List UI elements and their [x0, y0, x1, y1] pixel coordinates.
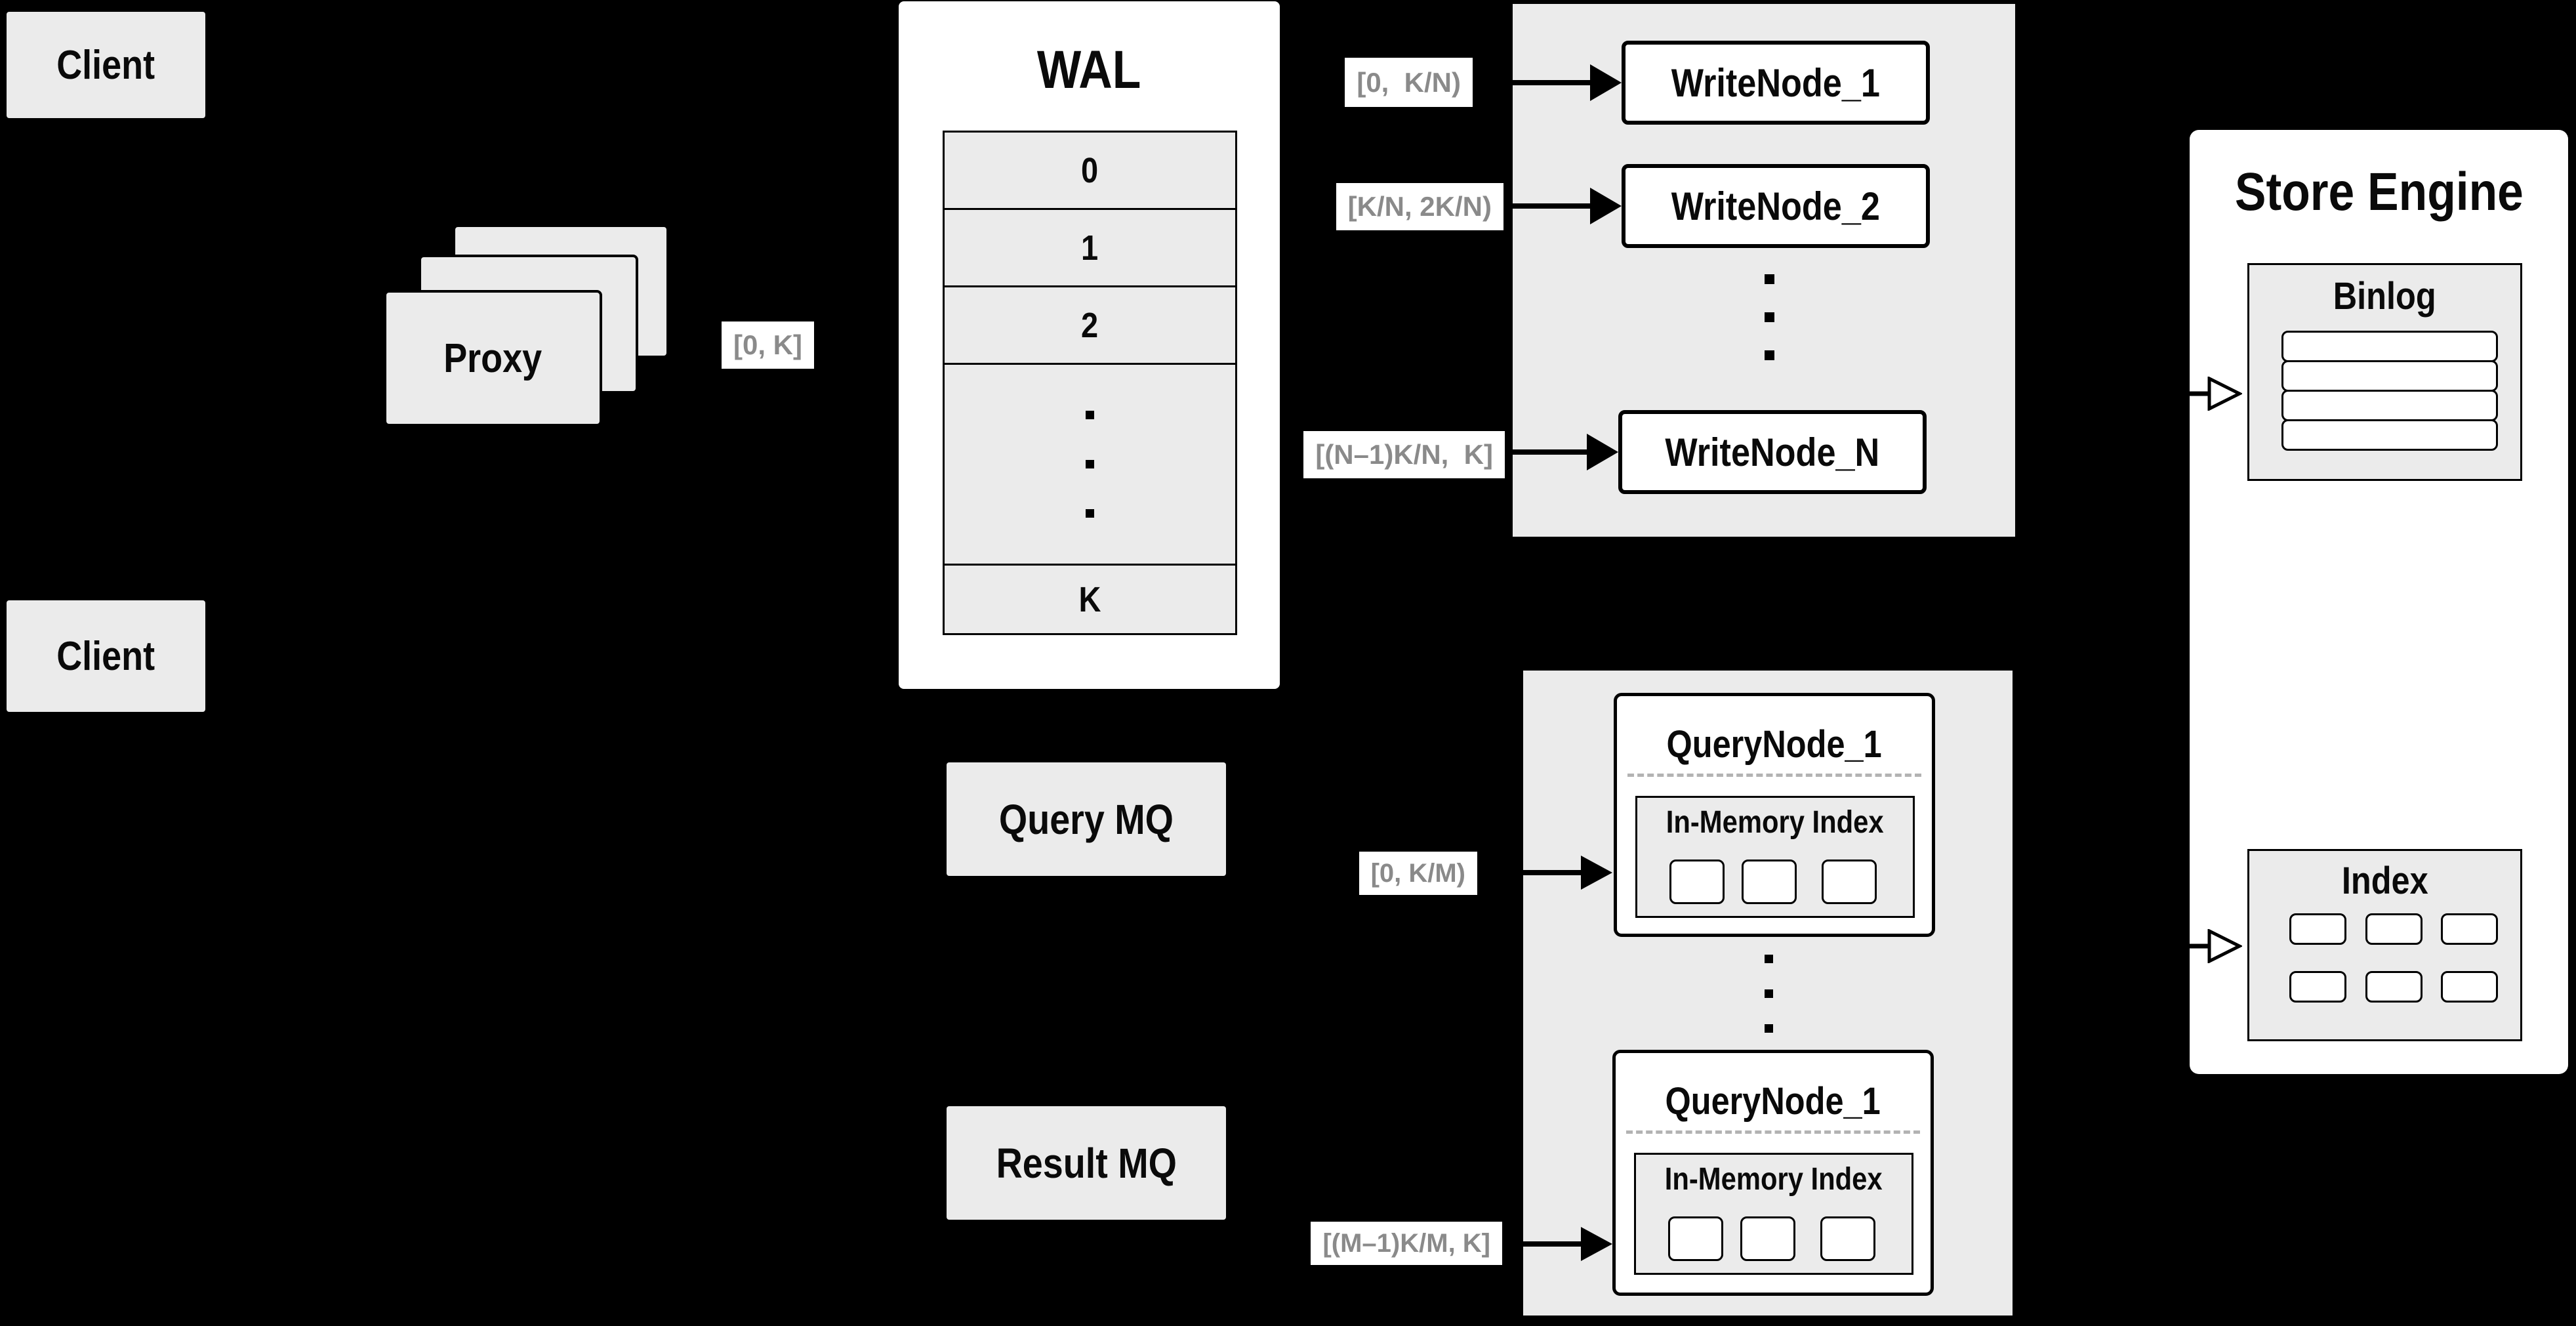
wal-panel: WAL 0 1 2 K: [899, 1, 1280, 689]
binlog-row: [2281, 331, 2498, 362]
segment-box: [1742, 860, 1797, 904]
open-arrow-index-icon: [2182, 929, 2242, 963]
segment-box: [1668, 1216, 1723, 1261]
wal-row-0: 0: [945, 133, 1235, 208]
arrow-shaft-writenode-2: [1505, 203, 1593, 209]
arrow-shaft-writenode-n: [1507, 449, 1589, 455]
query-node-ellipsis: [1765, 955, 1773, 1033]
store-engine-title: Store Engine: [2234, 162, 2524, 222]
client-node-top: Client: [7, 12, 205, 118]
binlog-row: [2281, 419, 2498, 451]
binlog-title: Binlog: [2333, 275, 2436, 318]
query-node-bottom-title: QueryNode_1: [1665, 1080, 1881, 1123]
wal-row-k: K: [945, 564, 1235, 633]
segment-box: [1669, 860, 1725, 904]
range-chip-proxy-wal: [0, K]: [722, 321, 814, 369]
inmemory-index-title-top: In-Memory Index: [1666, 805, 1884, 840]
query-mq-node: Query MQ: [947, 762, 1226, 876]
inmemory-index-title-bottom: In-Memory Index: [1665, 1162, 1883, 1197]
result-mq-label: Result MQ: [996, 1139, 1177, 1187]
arrow-head-writenode-1-icon: [1590, 64, 1622, 101]
arrow-head-querynode-1-icon: [1581, 856, 1612, 890]
segment-box: [1740, 1216, 1795, 1261]
index-segment: [2365, 971, 2423, 1003]
open-arrow-binlog-icon: [2182, 377, 2242, 411]
range-chip-writenode-2: [K/N, 2K/N): [1336, 183, 1503, 230]
index-segment: [2441, 913, 2498, 945]
proxy-stack: Proxy: [382, 222, 673, 429]
query-node-top-title: QueryNode_1: [1666, 723, 1883, 766]
binlog-row: [2281, 360, 2498, 392]
proxy-card-front: Proxy: [384, 290, 602, 426]
arrow-head-writenode-n-icon: [1587, 434, 1618, 470]
inmemory-index-box-bottom: In-Memory Index: [1634, 1153, 1913, 1275]
query-node-bottom: QueryNode_1 In-Memory Index: [1612, 1050, 1934, 1296]
proxy-label: Proxy: [443, 335, 542, 381]
binlog-box: Binlog: [2247, 263, 2522, 481]
query-node-top-separator: [1627, 774, 1921, 777]
range-chip-writenode-n: [(N–1)K/N, K]: [1303, 431, 1505, 478]
range-chip-querynode-m: [(M–1)K/M, K]: [1311, 1222, 1502, 1265]
index-title: Index: [2341, 860, 2428, 902]
binlog-rows: [2281, 331, 2498, 451]
index-box: Index: [2247, 849, 2522, 1041]
index-segment: [2289, 971, 2346, 1003]
wal-title: WAL: [1037, 40, 1141, 100]
write-node-1: WriteNode_1: [1622, 41, 1930, 125]
arrow-shaft-writenode-1: [1476, 80, 1593, 85]
client-top-label: Client: [56, 42, 155, 88]
arrow-shaft-querynode-m: [1504, 1241, 1584, 1247]
arrow-head-writenode-2-icon: [1590, 188, 1622, 224]
range-chip-querynode-1: [0, K/M): [1359, 852, 1477, 895]
wal-table: 0 1 2 K: [943, 131, 1237, 635]
inmemory-index-box-top: In-Memory Index: [1635, 796, 1915, 918]
write-node-2: WriteNode_2: [1622, 164, 1930, 248]
client-node-bottom: Client: [7, 600, 205, 712]
store-engine-panel: Store Engine Binlog Index: [2190, 130, 2568, 1074]
wal-row-ellipsis: [945, 363, 1235, 564]
arrow-head-querynode-m-icon: [1581, 1227, 1612, 1261]
segment-box: [1822, 860, 1877, 904]
arrow-shaft-querynode-1: [1479, 870, 1584, 875]
result-mq-node: Result MQ: [947, 1106, 1226, 1220]
range-chip-proxy-wal-text: [0, K]: [733, 329, 802, 360]
write-node-n: WriteNode_N: [1618, 410, 1927, 494]
segment-box: [1820, 1216, 1875, 1261]
query-node-bottom-separator: [1626, 1130, 1920, 1134]
wal-row-2: 2: [945, 285, 1235, 363]
index-segment: [2441, 971, 2498, 1003]
client-bottom-label: Client: [56, 633, 155, 679]
range-chip-writenode-1: [0, K/N): [1345, 58, 1473, 107]
query-node-top: QueryNode_1 In-Memory Index: [1614, 693, 1935, 937]
write-node-ellipsis: [1765, 274, 1774, 360]
query-mq-label: Query MQ: [998, 795, 1174, 843]
index-segment: [2289, 913, 2346, 945]
binlog-row: [2281, 390, 2498, 421]
index-segment: [2365, 913, 2423, 945]
wal-row-1: 1: [945, 208, 1235, 285]
